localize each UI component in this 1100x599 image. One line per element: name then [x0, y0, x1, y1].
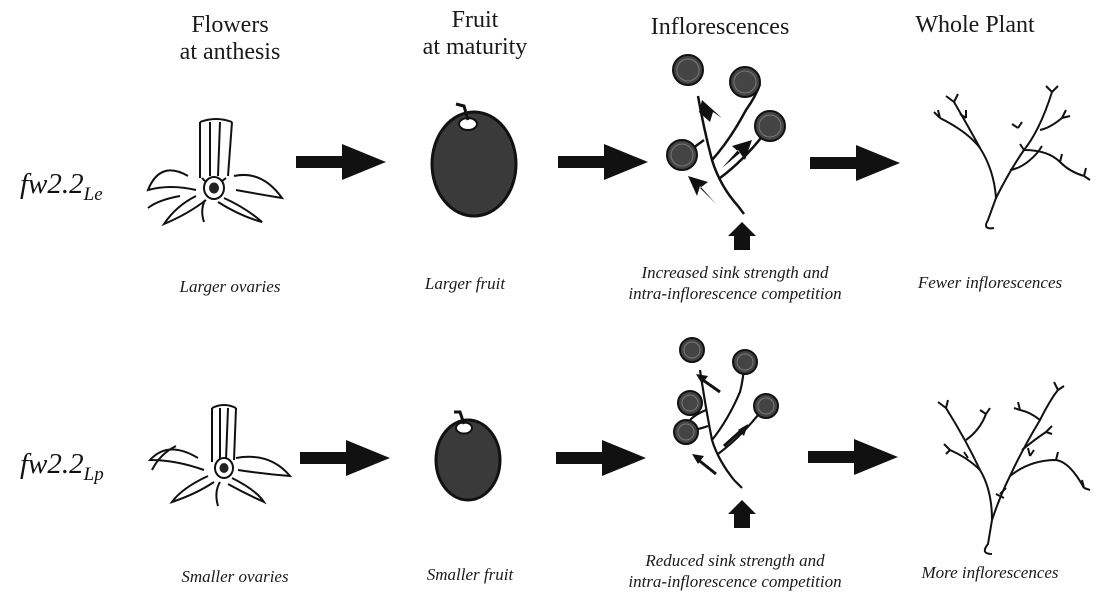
arrow-right-6: [808, 439, 898, 475]
inflorescence-le-illustration: [667, 55, 785, 250]
fruit-le-illustration: [432, 104, 516, 216]
flower-lp-illustration: [150, 405, 290, 506]
whole-plant-lp-illustration: [938, 382, 1090, 554]
inflorescence-lp-illustration: [674, 338, 778, 528]
arrow-right-5: [556, 440, 646, 476]
arrow-right-2: [558, 144, 648, 180]
fruit-lp-illustration: [436, 412, 500, 500]
arrow-right-4: [300, 440, 390, 476]
flower-le-illustration: [148, 119, 282, 224]
whole-plant-le-illustration: [934, 86, 1090, 228]
arrow-right-3: [810, 145, 900, 181]
arrow-right-1: [296, 144, 386, 180]
